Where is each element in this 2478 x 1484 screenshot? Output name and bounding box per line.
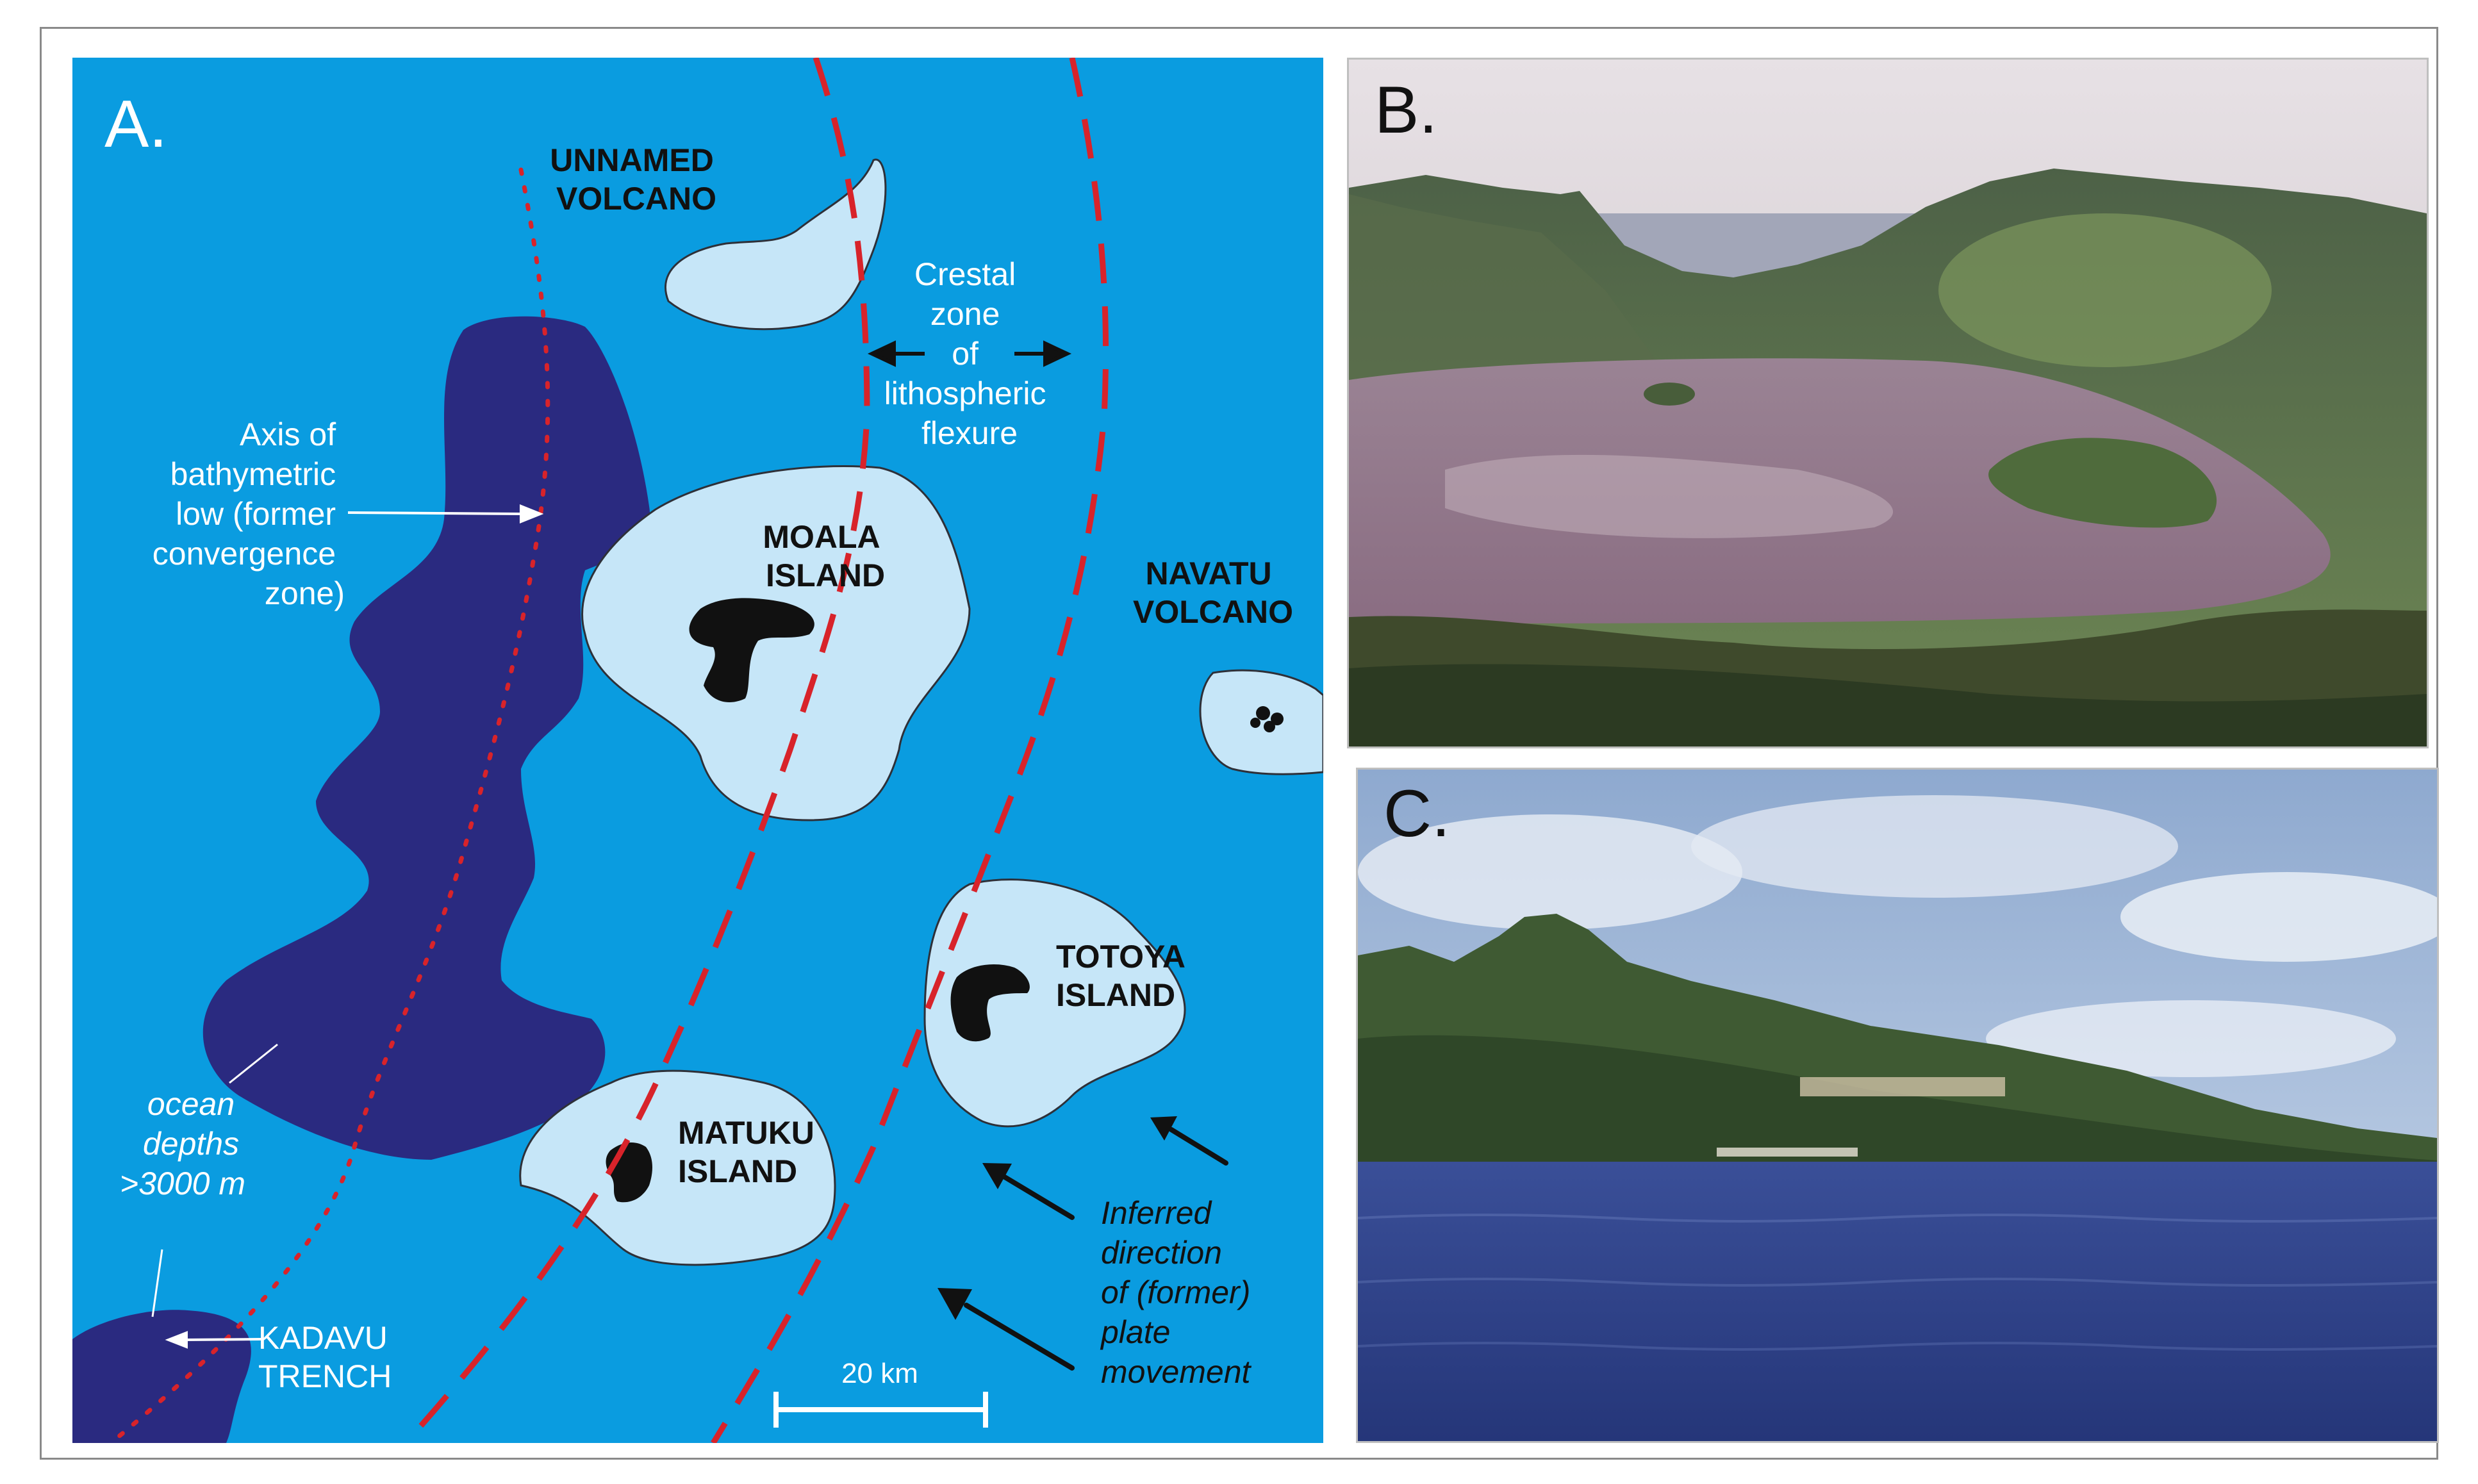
label-crestal-zone: Crestal zone of lithospheric flexure [884,256,1055,451]
panel-c-letter: C. [1384,777,1450,851]
navatu-shallow [1199,669,1323,775]
panel-c-photo: C. [1356,768,2439,1443]
moala-island-land [689,598,814,702]
unnamed-volcano-shallow [665,158,887,331]
label-plate-movement: Inferred direction of (former) plate mov… [1100,1195,1259,1390]
axis-pointer-arrow [347,504,544,524]
totoya-shallow [923,878,1186,1128]
map-canvas: 20 km UNNAMED VOLCANO MOALA ISLAND NAVAT… [72,58,1323,1443]
matuku-shallow [519,1069,836,1266]
photo-bay-lagoon [1349,60,2427,746]
label-axis-bathymetric: Axis of bathymetric low (former converge… [153,416,345,611]
label-unnamed-volcano: UNNAMED VOLCANO [550,142,722,217]
photo-island-shore [1358,770,2437,1441]
navatu-volcano-land [1250,706,1284,732]
panel-a-map: 20 km UNNAMED VOLCANO MOALA ISLAND NAVAT… [72,58,1323,1443]
plate-movement-arrows [938,1116,1228,1371]
ocean-depths-leader [229,1043,278,1084]
crestal-zone-arrows [867,340,1072,367]
ocean-depths-leader-lower [151,1249,163,1317]
fault-line-west [403,58,870,1443]
kadavu-trench-deep [72,1310,251,1443]
scale-bar [773,1392,988,1428]
axis-dotted-line [108,167,550,1443]
panel-b-letter: B. [1375,73,1438,147]
label-matuku-island: MATUKU ISLAND [678,1115,823,1189]
panel-a-letter: A. [104,87,168,161]
label-navatu-volcano: NAVATU VOLCANO [1133,556,1293,630]
kadavu-pointer-arrow [165,1331,262,1349]
label-kadavu-trench: KADAVU TRENCH [258,1320,397,1394]
label-ocean-depths: ocean depths >3000 m [120,1086,248,1201]
scale-bar-label: 20 km [841,1358,918,1389]
panel-b-photo: B. [1347,58,2429,748]
label-moala-island: MOALA ISLAND [763,519,888,593]
moala-shallow [581,465,971,821]
totoya-island-land [950,964,1030,1042]
label-totoya-island: TOTOYA ISLAND [1056,939,1193,1013]
